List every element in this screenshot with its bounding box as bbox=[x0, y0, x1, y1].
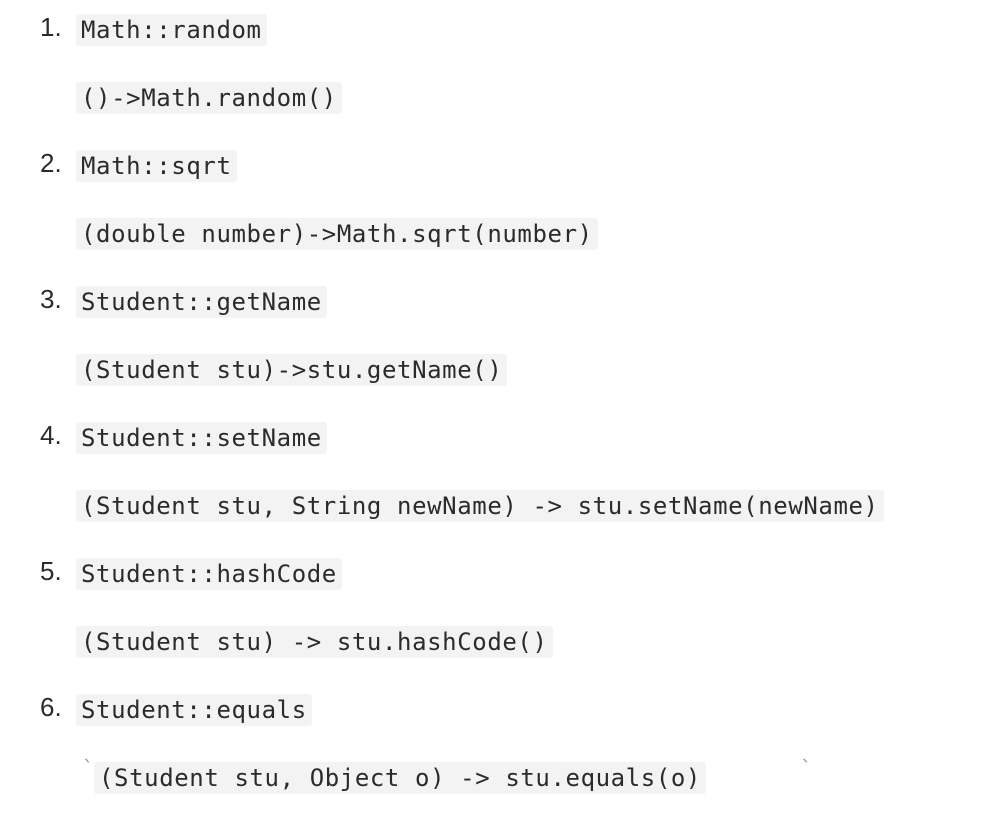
method-reference-code: Student::getName bbox=[76, 286, 327, 318]
method-reference-code: Math::random bbox=[76, 14, 267, 46]
lambda-expression-code: (Student stu) -> stu.hashCode() bbox=[76, 626, 553, 658]
lambda-expression-code: (Student stu, String newName) -> stu.set… bbox=[76, 490, 884, 522]
item-number: 1. bbox=[40, 12, 62, 42]
method-reference-code: Math::sqrt bbox=[76, 150, 237, 182]
backtick-mark-left: ` bbox=[82, 756, 95, 780]
lambda-expression-code: ()->Math.random() bbox=[76, 82, 342, 114]
method-reference-code: Student::setName bbox=[76, 422, 327, 454]
method-reference-code: Student::hashCode bbox=[76, 558, 342, 590]
item-number: 3. bbox=[40, 284, 62, 314]
item-number: 6. bbox=[40, 692, 62, 722]
method-reference-code: Student::equals bbox=[76, 694, 312, 726]
lambda-expression-code: (Student stu, Object o) -> stu.equals(o) bbox=[94, 762, 706, 794]
backtick-mark-right: ` bbox=[800, 756, 813, 780]
lambda-expression-code: (double number)->Math.sqrt(number) bbox=[76, 218, 598, 250]
item-number: 4. bbox=[40, 420, 62, 450]
item-number: 5. bbox=[40, 556, 62, 586]
lambda-expression-code: (Student stu)->stu.getName() bbox=[76, 354, 508, 386]
item-number: 2. bbox=[40, 148, 62, 178]
